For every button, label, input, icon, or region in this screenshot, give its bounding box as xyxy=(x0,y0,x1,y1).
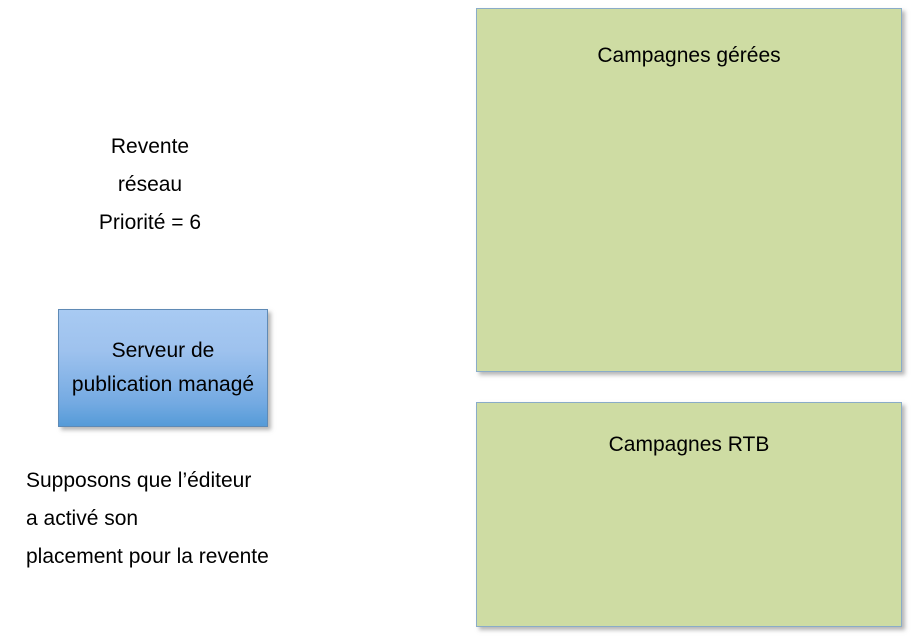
resale-note-line-2: réseau xyxy=(117,173,183,196)
publisher-assumption-note: Supposons que l’éditeur a activé son pla… xyxy=(26,462,269,576)
managed-campaigns-title: Campagnes gérées xyxy=(597,44,781,67)
rtb-campaigns-title: Campagnes RTB xyxy=(608,433,770,456)
assumption-note-line-1: Supposons que l’éditeur xyxy=(26,469,252,492)
assumption-note-line-3: placement pour la revente xyxy=(26,545,269,568)
assumption-note-line-2: a activé son xyxy=(26,507,139,530)
resale-network-note: Revente réseau Priorité = 6 xyxy=(0,128,300,242)
ad-server-box[interactable]: Serveur de publication managé xyxy=(58,309,268,427)
resale-note-line-3: Priorité = 6 xyxy=(98,211,202,234)
managed-campaigns-group: Campagnes gérées Campagne n°1 (avec prio… xyxy=(476,8,902,372)
resale-note-line-1: Revente xyxy=(110,135,190,158)
ad-server-label-line-2: publication managé xyxy=(71,373,255,396)
ad-server-label-line-1: Serveur de xyxy=(111,339,215,362)
ad-server-box-label: Serveur de publication managé xyxy=(59,334,267,402)
rtb-campaigns-group: Campagnes RTB Campagne #3 xyxy=(476,402,902,627)
